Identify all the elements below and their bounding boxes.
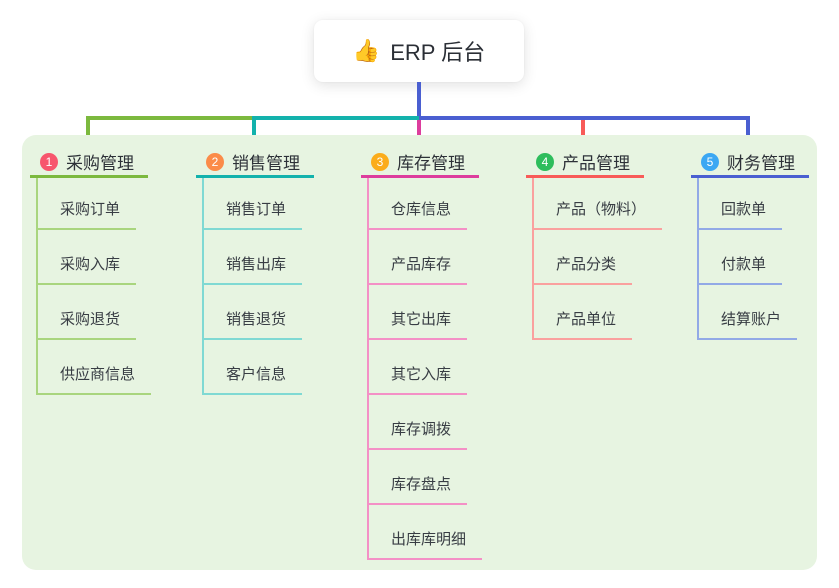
child-node-label: 仓库信息 <box>369 198 468 230</box>
child-node-label: 产品单位 <box>534 308 633 340</box>
child-node-label: 出库库明细 <box>369 528 483 560</box>
child-node-label: 采购退货 <box>38 308 137 340</box>
child-node: 产品单位 <box>534 285 662 340</box>
child-node: 库存调拨 <box>369 395 482 450</box>
child-node: 产品库存 <box>369 230 482 285</box>
branch-finance-title: 5 财务管理 <box>691 148 809 175</box>
branch-sales-title: 2 销售管理 <box>196 148 314 175</box>
child-node-label: 其它出库 <box>369 308 468 340</box>
child-node: 采购订单 <box>38 178 151 230</box>
child-node: 客户信息 <box>204 340 314 395</box>
thumbs-up-icon: 👍 <box>352 38 381 63</box>
branch-purchase-rule <box>30 175 148 178</box>
root-node: 👍 ERP 后台 <box>314 20 524 82</box>
branch-purchase: 1 采购管理 采购订单 采购入库 采购退货 供应商信息 <box>30 148 152 395</box>
child-node: 仓库信息 <box>369 178 482 230</box>
child-node-label: 销售订单 <box>204 198 303 230</box>
child-node-label: 产品（物料） <box>534 198 663 230</box>
child-node: 销售订单 <box>204 178 314 230</box>
badge-4-icon: 4 <box>536 152 554 171</box>
branch-inventory: 3 库存管理 仓库信息 产品库存 其它出库 其它入库 库存调拨 库存盘点 <box>361 148 483 560</box>
branch-purchase-label: 采购管理 <box>66 154 134 173</box>
connector-drop-product <box>581 120 585 148</box>
child-node: 销售出库 <box>204 230 314 285</box>
branch-finance-label: 财务管理 <box>727 154 795 173</box>
child-node: 出库库明细 <box>369 505 483 560</box>
child-node-label: 供应商信息 <box>38 363 152 395</box>
branch-purchase-children: 采购订单 采购入库 采购退货 供应商信息 <box>36 178 152 395</box>
child-node-label: 销售出库 <box>204 253 303 285</box>
branch-purchase-title: 1 采购管理 <box>30 148 151 175</box>
branch-finance: 5 财务管理 回款单 付款单 结算账户 <box>691 148 809 340</box>
child-node: 结算账户 <box>699 285 809 340</box>
child-node: 其它出库 <box>369 285 482 340</box>
branches-panel <box>22 135 817 570</box>
child-node: 产品（物料） <box>534 178 663 230</box>
child-node: 采购退货 <box>38 285 151 340</box>
branch-sales: 2 销售管理 销售订单 销售出库 销售退货 客户信息 <box>196 148 314 395</box>
branch-product-label: 产品管理 <box>562 154 630 173</box>
branch-sales-rule <box>196 175 314 178</box>
branch-product-rule <box>526 175 644 178</box>
child-node: 产品分类 <box>534 230 662 285</box>
connector-horizontal-right <box>419 116 750 120</box>
branch-sales-children: 销售订单 销售出库 销售退货 客户信息 <box>202 178 314 395</box>
root-node-label: ERP 后台 <box>390 40 486 65</box>
child-node-label: 回款单 <box>699 198 783 230</box>
child-node: 其它入库 <box>369 340 482 395</box>
child-node-label: 结算账户 <box>699 308 798 340</box>
child-node-label: 其它入库 <box>369 363 468 395</box>
child-node-label: 销售退货 <box>204 308 303 340</box>
connector-drop-inventory <box>417 120 421 148</box>
branch-sales-label: 销售管理 <box>232 154 300 173</box>
badge-2-icon: 2 <box>206 152 224 171</box>
connector-root-stem <box>417 82 421 118</box>
child-node: 库存盘点 <box>369 450 482 505</box>
child-node-label: 产品分类 <box>534 253 633 285</box>
branch-inventory-children: 仓库信息 产品库存 其它出库 其它入库 库存调拨 库存盘点 出库库明细 <box>367 178 483 560</box>
child-node-label: 采购订单 <box>38 198 137 230</box>
connector-drop-sales <box>252 116 256 148</box>
branch-product: 4 产品管理 产品（物料） 产品分类 产品单位 <box>526 148 663 340</box>
branch-finance-children: 回款单 付款单 结算账户 <box>697 178 809 340</box>
child-node: 采购入库 <box>38 230 151 285</box>
connector-horizontal-sales <box>252 116 419 120</box>
branch-inventory-label: 库存管理 <box>397 154 465 173</box>
badge-3-icon: 3 <box>371 152 389 171</box>
badge-5-icon: 5 <box>701 152 719 171</box>
child-node: 回款单 <box>699 178 809 230</box>
child-node-label: 客户信息 <box>204 363 303 395</box>
branch-product-title: 4 产品管理 <box>526 148 662 175</box>
child-node-label: 付款单 <box>699 253 783 285</box>
branch-product-children: 产品（物料） 产品分类 产品单位 <box>532 178 663 340</box>
connector-horizontal-purchase <box>86 116 254 120</box>
branch-inventory-title: 3 库存管理 <box>361 148 482 175</box>
connector-drop-purchase <box>86 116 90 148</box>
branch-inventory-rule <box>361 175 479 178</box>
connector-drop-finance <box>746 116 750 148</box>
child-node: 付款单 <box>699 230 809 285</box>
badge-1-icon: 1 <box>40 152 58 171</box>
child-node-label: 库存盘点 <box>369 473 468 505</box>
child-node-label: 采购入库 <box>38 253 137 285</box>
child-node-label: 产品库存 <box>369 253 468 285</box>
child-node-label: 库存调拨 <box>369 418 468 450</box>
branch-finance-rule <box>691 175 809 178</box>
child-node: 供应商信息 <box>38 340 152 395</box>
child-node: 销售退货 <box>204 285 314 340</box>
